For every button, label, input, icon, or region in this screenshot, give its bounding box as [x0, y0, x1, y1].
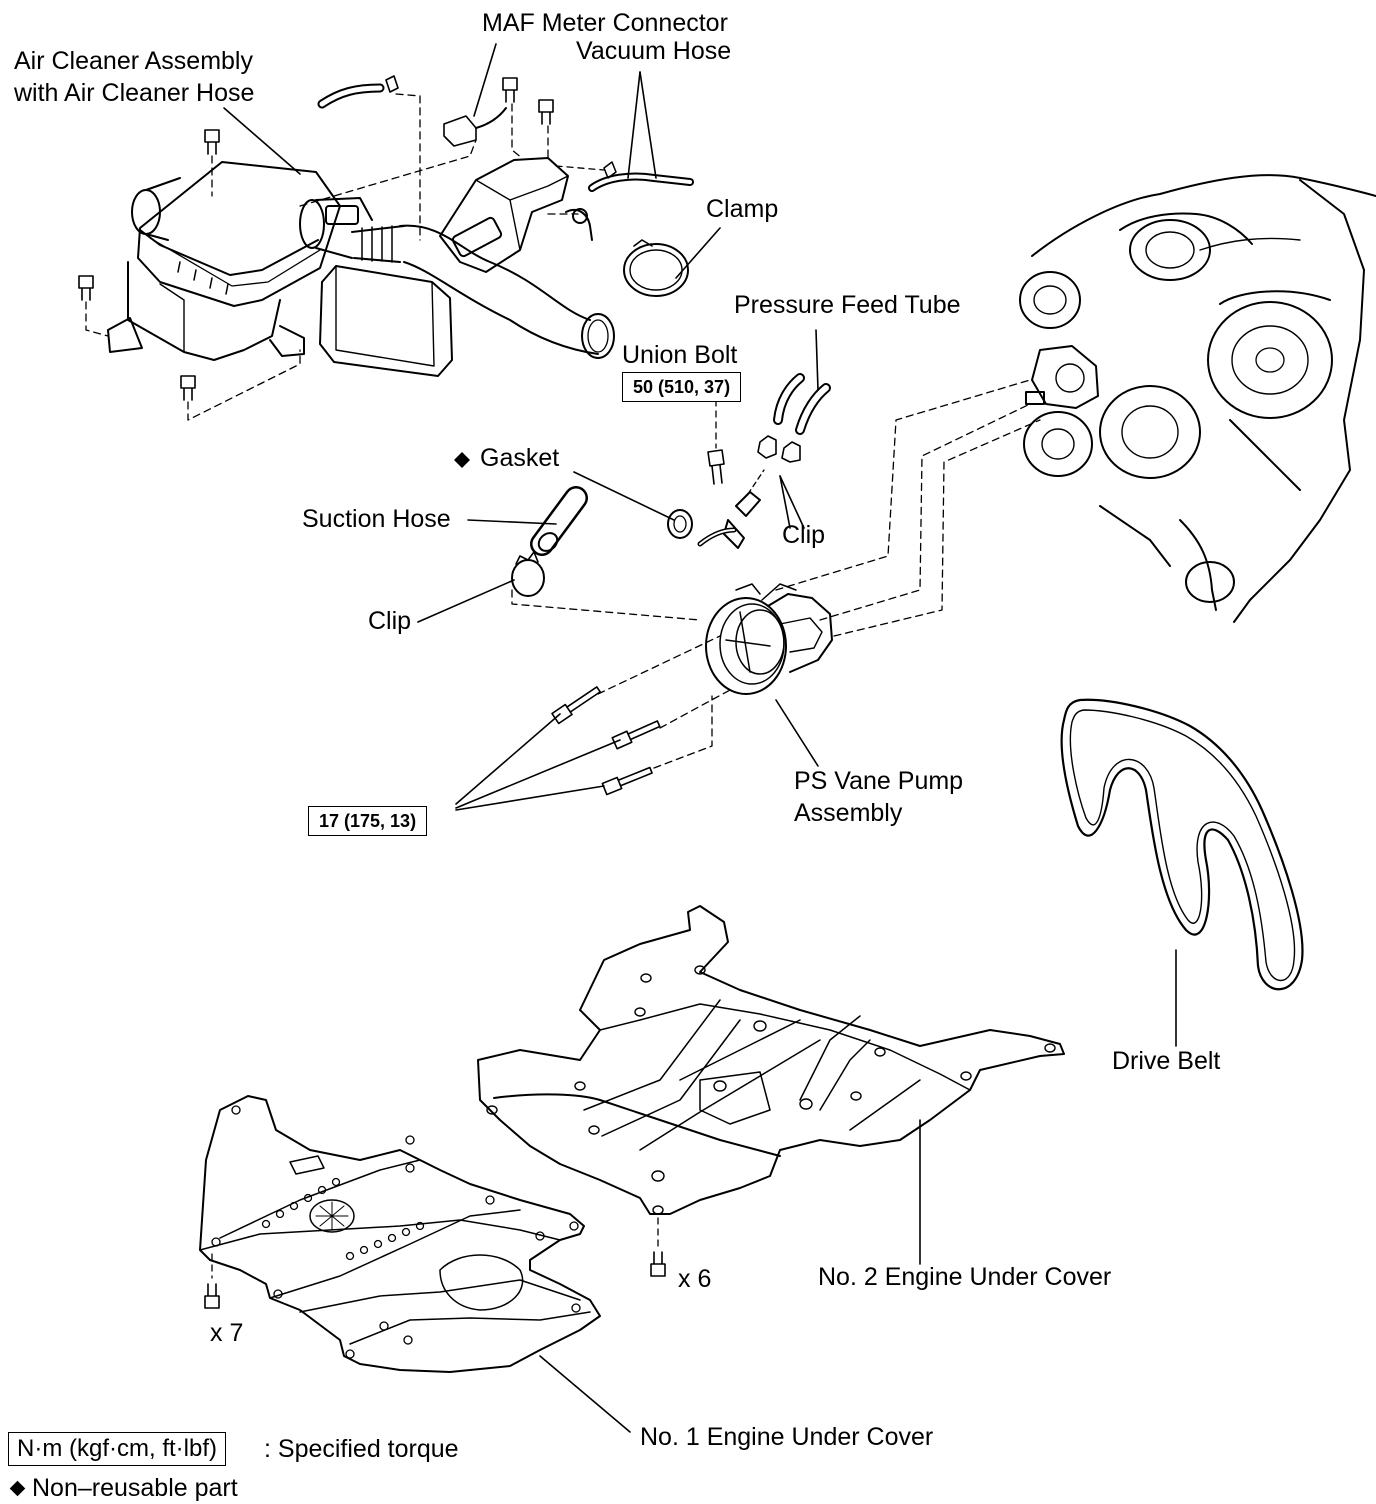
label-clip-lower: Clip [368, 607, 412, 635]
label-air-cleaner-line2: with Air Cleaner Hose [14, 79, 255, 107]
pump-mount-guide-lines [775, 379, 1041, 637]
ps-vane-pump-part [705, 583, 833, 695]
label-gasket: Gasket [480, 444, 560, 472]
label-qty-x6: x 6 [678, 1265, 712, 1293]
gasket-part [667, 509, 693, 539]
vacuum-hose-parts [555, 161, 694, 192]
air-cleaner-bolts [78, 75, 554, 401]
label-suction-hose: Suction Hose [302, 505, 451, 533]
suction-hose-part [530, 486, 588, 556]
pressure-feed-tube-part [773, 373, 831, 435]
label-ps-pump-line1: PS Vane Pump [794, 767, 964, 795]
under-cover-bolts [204, 1217, 666, 1309]
no2-under-cover-part [477, 905, 1065, 1215]
engine-block [1019, 174, 1376, 623]
suction-clip-part [511, 551, 701, 621]
pressure-tube-clips [757, 435, 801, 463]
label-ps-pump-line2: Assembly [794, 799, 903, 827]
gasket-diamond-marker [454, 452, 470, 468]
legend-torque-desc: : Specified torque [264, 1435, 459, 1463]
air-cleaner-guide-lines [85, 93, 579, 421]
legend-torque-unit: N·m (kgf·cm, ft·lbf) [8, 1432, 226, 1466]
label-maf-connector: MAF Meter Connector [482, 9, 728, 37]
legend-non-reusable-text: Non–reusable part [32, 1474, 238, 1502]
union-fitting-part [697, 469, 765, 549]
drive-belt-part [1060, 698, 1304, 991]
no1-under-cover-part [199, 1095, 601, 1373]
label-vacuum-hose: Vacuum Hose [576, 37, 732, 65]
label-air-cleaner-line1: Air Cleaner Assembly [14, 47, 253, 75]
label-drive-belt: Drive Belt [1112, 1047, 1221, 1075]
label-union-bolt: Union Bolt [622, 341, 738, 369]
label-clip-upper: Clip [782, 521, 826, 549]
label-no1-cover: No. 1 Engine Under Cover [640, 1423, 934, 1451]
torque-pump-bolts: 17 (175, 13) [308, 806, 428, 836]
label-no2-cover: No. 2 Engine Under Cover [818, 1263, 1112, 1291]
pump-bolts [551, 635, 731, 796]
label-clamp: Clamp [706, 195, 779, 223]
clamp-part [623, 239, 689, 297]
non-reusable-diamond-icon [9, 1480, 26, 1497]
leader-lines [223, 43, 1177, 1433]
torque-union-bolt: 50 (510, 37) [622, 372, 742, 402]
legend-non-reusable: Non–reusable part [9, 1473, 238, 1504]
label-pressure-feed-tube: Pressure Feed Tube [734, 291, 961, 319]
union-bolt-part [707, 399, 725, 485]
air-cleaner-assembly [107, 83, 615, 377]
label-qty-x7: x 7 [210, 1319, 244, 1347]
